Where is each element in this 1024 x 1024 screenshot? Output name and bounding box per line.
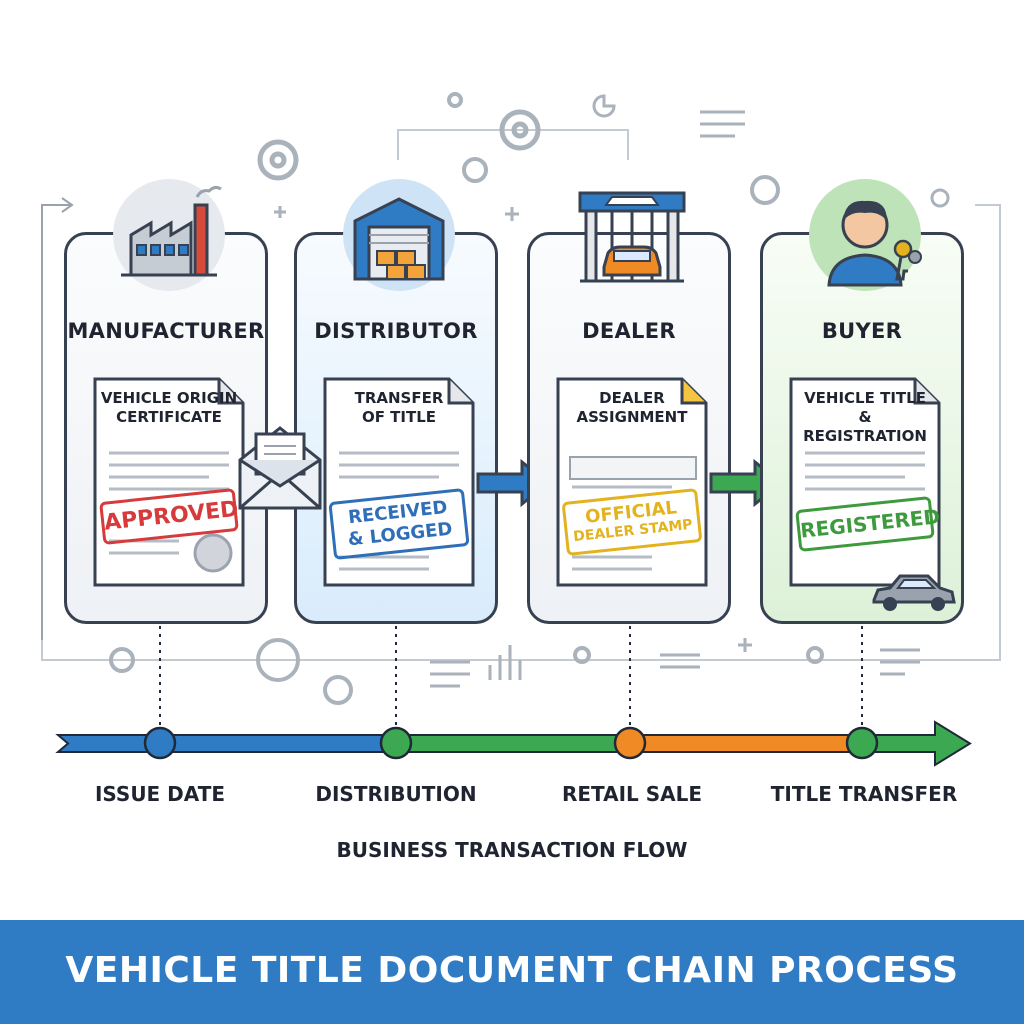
stage-title: DISTRIBUTOR: [314, 319, 478, 343]
warehouse-icon: [339, 175, 459, 295]
gear-icon: [257, 139, 299, 181]
doc-title-line: & REGISTRATION: [803, 408, 927, 445]
doc-title-line: DEALER: [599, 389, 665, 407]
envelope-icon: [238, 426, 322, 510]
timeline-node: [143, 726, 177, 760]
timeline-label-retail-sale: RETAIL SALE: [561, 782, 703, 806]
doc-title-line: TRANSFER: [354, 389, 444, 407]
timeline-label-title-transfer: TITLE TRANSFER: [770, 782, 958, 806]
factory-icon: [109, 175, 229, 295]
footer-banner: VEHICLE TITLE DOCUMENT CHAIN PROCESS: [0, 920, 1024, 1024]
timeline-node: [379, 726, 413, 760]
stamp-text: REGISTERED: [799, 504, 942, 543]
buyer-with-keys-icon: [805, 175, 925, 295]
doc-title-line: ASSIGNMENT: [576, 408, 688, 426]
stage-title: DEALER: [582, 319, 676, 343]
dealership-icon: [572, 175, 692, 295]
timeline-bar: [55, 720, 972, 767]
car-icon: [872, 574, 956, 611]
doc-title-line: OF TITLE: [361, 408, 437, 426]
document-transfer-of-title: TRANSFER OF TITLE RECEIVED & LOGGED: [319, 373, 479, 591]
stamp-text: APPROVED: [103, 496, 240, 536]
document-dealer-assignment: DEALER ASSIGNMENT OFFICIAL DEALER STAMP: [552, 373, 712, 591]
stage-title: MANUFACTURER: [67, 319, 265, 343]
keys-icon: [893, 239, 922, 281]
gear-icon: [499, 109, 541, 151]
timeline-label-issue-date: ISSUE DATE: [94, 782, 226, 806]
document-vehicle-title-registration: VEHICLE TITLE & REGISTRATION REGISTERED: [785, 373, 945, 591]
stage-card-distributor: DISTRIBUTOR TRANSFER OF TITLE RECEIVED &…: [294, 179, 498, 624]
seal-icon: [193, 533, 233, 573]
stage-card-manufacturer: MANUFACTURER VEHICLE ORIGIN CERTIFICATE …: [64, 179, 268, 624]
stage-card-dealer: DEALER DEALER ASSIGNMENT OFFICIAL DEALER…: [527, 191, 731, 624]
footer-title: VEHICLE TITLE DOCUMENT CHAIN PROCESS: [65, 950, 959, 991]
timeline-label-distribution: DISTRIBUTION: [315, 782, 477, 806]
doc-title-line: VEHICLE ORIGIN: [100, 389, 238, 407]
flow-caption: BUSINESS TRANSACTION FLOW: [336, 838, 688, 862]
timeline-node: [845, 726, 879, 760]
stage-title: BUYER: [821, 319, 903, 343]
doc-title-line: VEHICLE TITLE: [804, 389, 926, 407]
doc-title-line: CERTIFICATE: [116, 408, 222, 426]
stage-card-buyer: BUYER VEHICLE TITLE & REGISTRATION REGIS…: [760, 179, 964, 624]
document-vehicle-origin-certificate: VEHICLE ORIGIN CERTIFICATE APPROVED: [89, 373, 249, 591]
timeline-node: [613, 726, 647, 760]
